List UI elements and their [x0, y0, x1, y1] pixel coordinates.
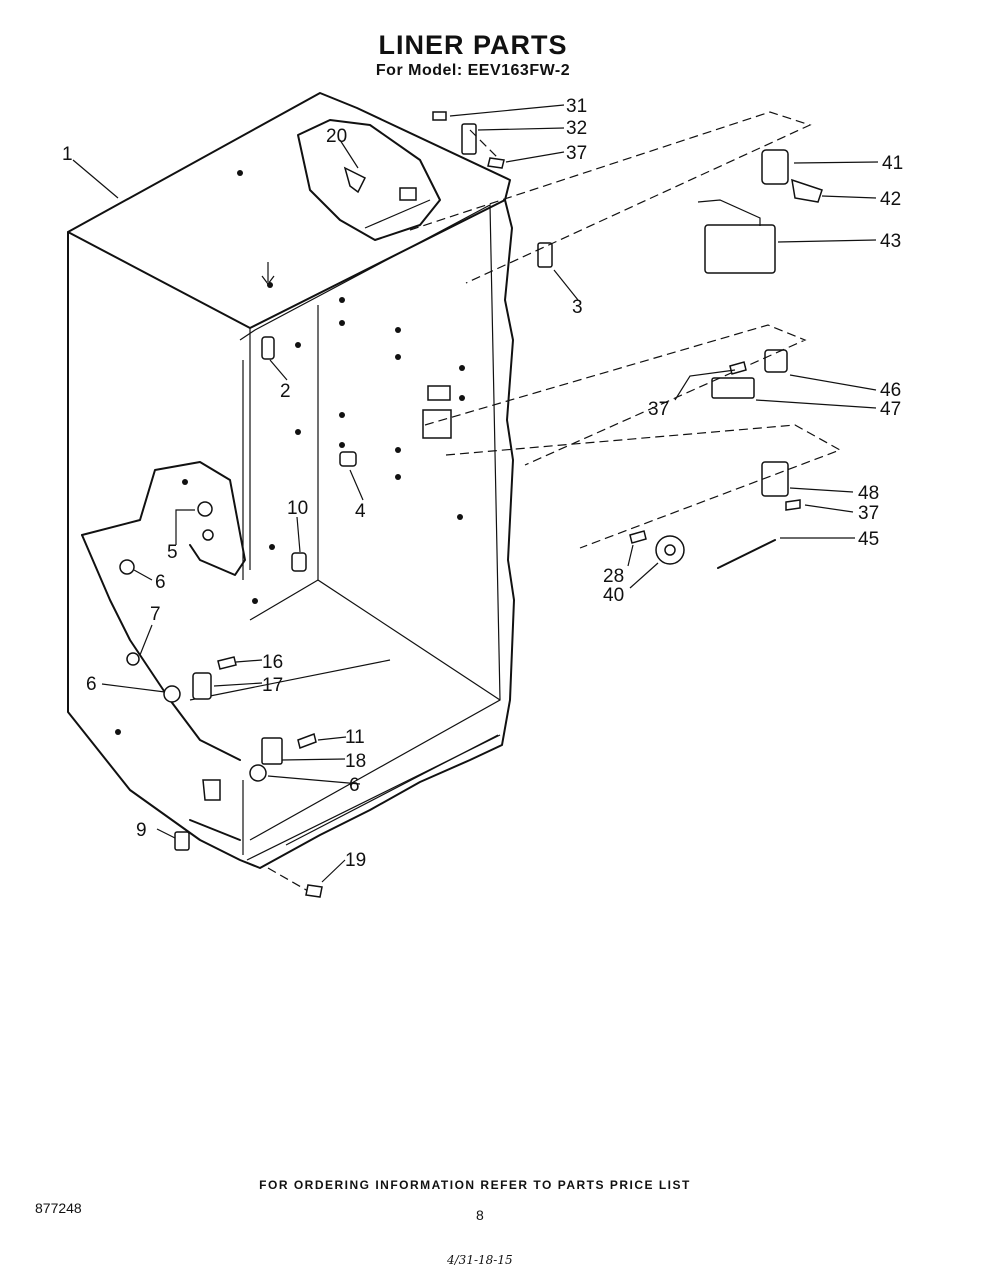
- callout-9: 9: [136, 820, 147, 841]
- callout-46: 46: [880, 380, 901, 401]
- callout-45: 45: [858, 529, 879, 550]
- callout-6: 6: [349, 775, 360, 796]
- callout-28: 28: [603, 566, 624, 587]
- callout-40: 40: [603, 585, 624, 606]
- callout-1: 1: [62, 144, 73, 165]
- callout-6: 6: [86, 674, 97, 695]
- callout-37: 37: [648, 399, 669, 420]
- cabinet-hardware: [119, 123, 823, 851]
- callout-10: 10: [287, 498, 308, 519]
- callout-48: 48: [858, 483, 879, 504]
- liner-holes: [115, 170, 465, 735]
- page-title: LINER PARTS: [378, 30, 568, 60]
- callout-32: 32: [566, 118, 587, 139]
- callout-labels: 1 2 3 4 5 6 6 6 7 9 10 11 16 17 18 19 20…: [62, 96, 903, 871]
- callout-6: 6: [155, 572, 166, 593]
- fasteners: [217, 111, 801, 898]
- callout-31: 31: [566, 96, 587, 117]
- document-number: 877248: [35, 1200, 82, 1216]
- liner-cabinet: [67, 92, 515, 869]
- callout-42: 42: [880, 189, 901, 210]
- callout-16: 16: [262, 652, 283, 673]
- callout-41: 41: [882, 153, 903, 174]
- callout-17: 17: [262, 675, 283, 696]
- callout-19: 19: [345, 850, 366, 871]
- page-number: 8: [476, 1207, 484, 1223]
- callout-11: 11: [345, 727, 365, 748]
- callout-37: 37: [858, 503, 879, 524]
- callout-37: 37: [566, 143, 587, 164]
- callout-43: 43: [880, 231, 901, 252]
- callout-2: 2: [280, 381, 291, 402]
- model-line: For Model: EEV163FW-2: [375, 62, 571, 79]
- callout-7: 7: [150, 604, 161, 625]
- callout-4: 4: [355, 501, 366, 522]
- callout-3: 3: [572, 297, 583, 318]
- callout-leaders: [72, 104, 879, 883]
- callout-18: 18: [345, 751, 366, 772]
- callout-20: 20: [326, 126, 347, 147]
- handwritten-note: 4/31-18-15: [447, 1253, 513, 1267]
- ordering-note: FOR ORDERING INFORMATION REFER TO PARTS …: [259, 1178, 691, 1192]
- callout-5: 5: [167, 542, 178, 563]
- callout-47: 47: [880, 399, 901, 420]
